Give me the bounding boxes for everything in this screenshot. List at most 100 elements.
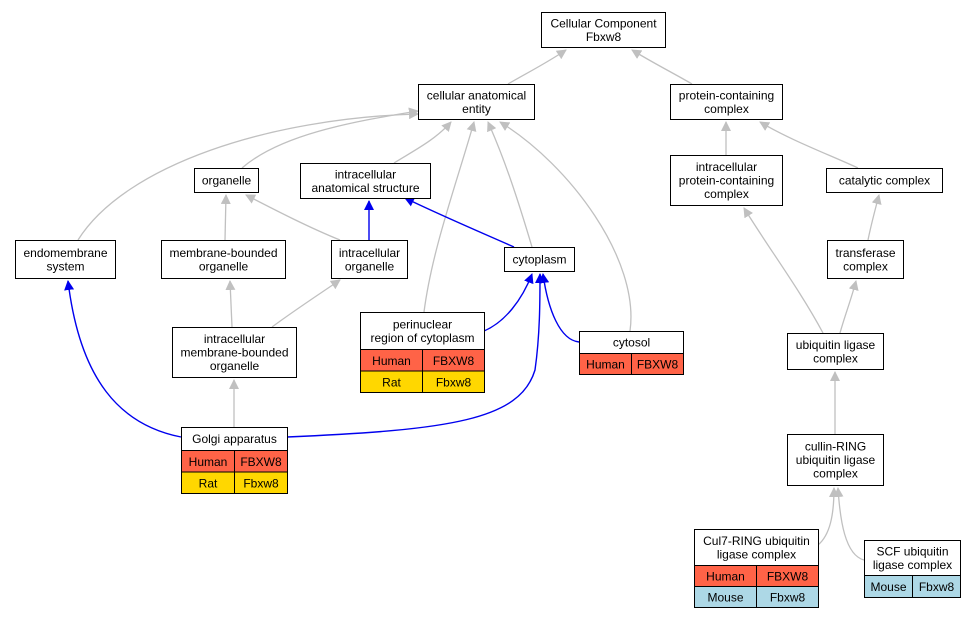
node-label-line: region of cytoplasm <box>370 331 474 345</box>
node-label-line: cellular anatomical <box>427 88 526 102</box>
node-label-line: Cellular Component <box>550 16 657 30</box>
edge-cytosol-to-cytoplasm <box>539 273 580 343</box>
edge-perinuclear-region-to-cytoplasm <box>483 273 534 332</box>
node-organelle[interactable]: organelle <box>194 168 259 193</box>
node-label-line: ligase complex <box>873 558 952 572</box>
gene-label: Fbxw8 <box>436 375 472 389</box>
edge-catalytic-complex-to-protein-containing-complex <box>759 121 859 169</box>
node-label-line: ubiquitin ligase <box>796 338 876 352</box>
gene-label: FBXW8 <box>637 358 679 372</box>
node-box <box>300 163 431 199</box>
node-label-line: membrane-bounded <box>169 246 277 260</box>
node-box <box>15 240 116 279</box>
node-label-line: system <box>46 259 84 273</box>
node-label-line: complex <box>813 467 858 481</box>
gene-cell <box>234 471 288 494</box>
gene-label: Fbxw8 <box>770 591 806 605</box>
node-label-line: cullin-RING <box>805 440 866 454</box>
node-label-line: complex <box>704 102 749 116</box>
node-label-line: organelle <box>345 259 395 273</box>
node-label-line: entity <box>462 102 491 116</box>
node-label-line: Fbxw8 <box>586 30 622 44</box>
node-box <box>194 168 259 193</box>
edge-scf-ubiquitin-ligase-complex-to-cullin-ring-ubiquitin-ligase-complex <box>833 487 865 561</box>
node-box <box>670 155 783 206</box>
gene-cell <box>422 370 485 393</box>
node-label-line: complex <box>704 187 749 201</box>
node-label-line: catalytic complex <box>839 174 930 188</box>
node-label-line: Golgi apparatus <box>192 432 277 446</box>
edge-perinuclear-region-to-cellular-anatomical-entity <box>423 121 477 313</box>
node-box <box>541 12 666 48</box>
annotation-row: Human FBXW8 <box>579 353 684 375</box>
node-box <box>161 240 286 279</box>
node-label-line: complex <box>813 351 858 365</box>
edge-golgi-apparatus-to-cytoplasm <box>286 273 545 438</box>
node-catalytic-complex[interactable]: catalytic complex <box>826 168 943 193</box>
edge-intracellular-membrane-bounded-organelle-to-intracellular-organelle <box>271 279 341 328</box>
edge-cytoplasm-to-cellular-anatomical-entity <box>487 121 533 248</box>
edge-cellular-anatomical-entity-to-root <box>507 49 567 85</box>
edge-transferase-complex-to-catalytic-complex <box>867 194 882 241</box>
gene-cell <box>912 575 961 598</box>
node-label-line: protein-containing <box>679 88 774 102</box>
species-label: Rat <box>382 375 401 389</box>
edges-layer <box>64 49 882 561</box>
gene-cell <box>756 586 819 608</box>
node-box <box>827 240 904 279</box>
node-label-line: organelle <box>202 174 252 188</box>
node-label-line: membrane-bounded <box>180 346 288 360</box>
gene-label: FBXW8 <box>433 354 475 368</box>
edge-intracellular-organelle-to-organelle <box>245 194 341 241</box>
node-label-line: complex <box>843 259 888 273</box>
node-label-line: intracellular <box>335 167 396 181</box>
edge-ubiquitin-ligase-complex-to-transferase-complex <box>839 280 859 334</box>
node-label-line: organelle <box>199 259 249 273</box>
edge-endomembrane-system-to-cellular-anatomical-entity <box>77 109 419 241</box>
node-box <box>172 327 297 378</box>
gene-label: Fbxw8 <box>243 476 279 490</box>
node-label-line: cytosol <box>613 336 650 350</box>
node-label-line: organelle <box>210 359 260 373</box>
node-label-line: intracellular <box>339 246 400 260</box>
edge-protein-containing-complex-to-root <box>631 49 693 85</box>
edge-cytosol-to-cellular-anatomical-entity <box>499 121 632 332</box>
edge-intracellular-membrane-bounded-organelle-to-membrane-bounded-organelle <box>225 280 236 328</box>
node-cytoplasm[interactable]: cytoplasm <box>504 247 575 272</box>
node-label-line: endomembrane <box>23 246 107 260</box>
node-label-line: ubiquitin ligase <box>796 453 876 467</box>
node-label-line: intracellular <box>696 160 757 174</box>
node-label-line: cytoplasm <box>512 253 566 267</box>
node-box <box>694 529 819 566</box>
species-label: Human <box>706 570 745 584</box>
species-label: Human <box>586 358 625 372</box>
edge-organelle-to-cellular-anatomical-entity <box>241 107 419 169</box>
node-box <box>826 168 943 193</box>
node-box <box>360 312 485 350</box>
species-label: Human <box>189 455 228 469</box>
edge-membrane-bounded-organelle-to-organelle <box>220 194 231 241</box>
